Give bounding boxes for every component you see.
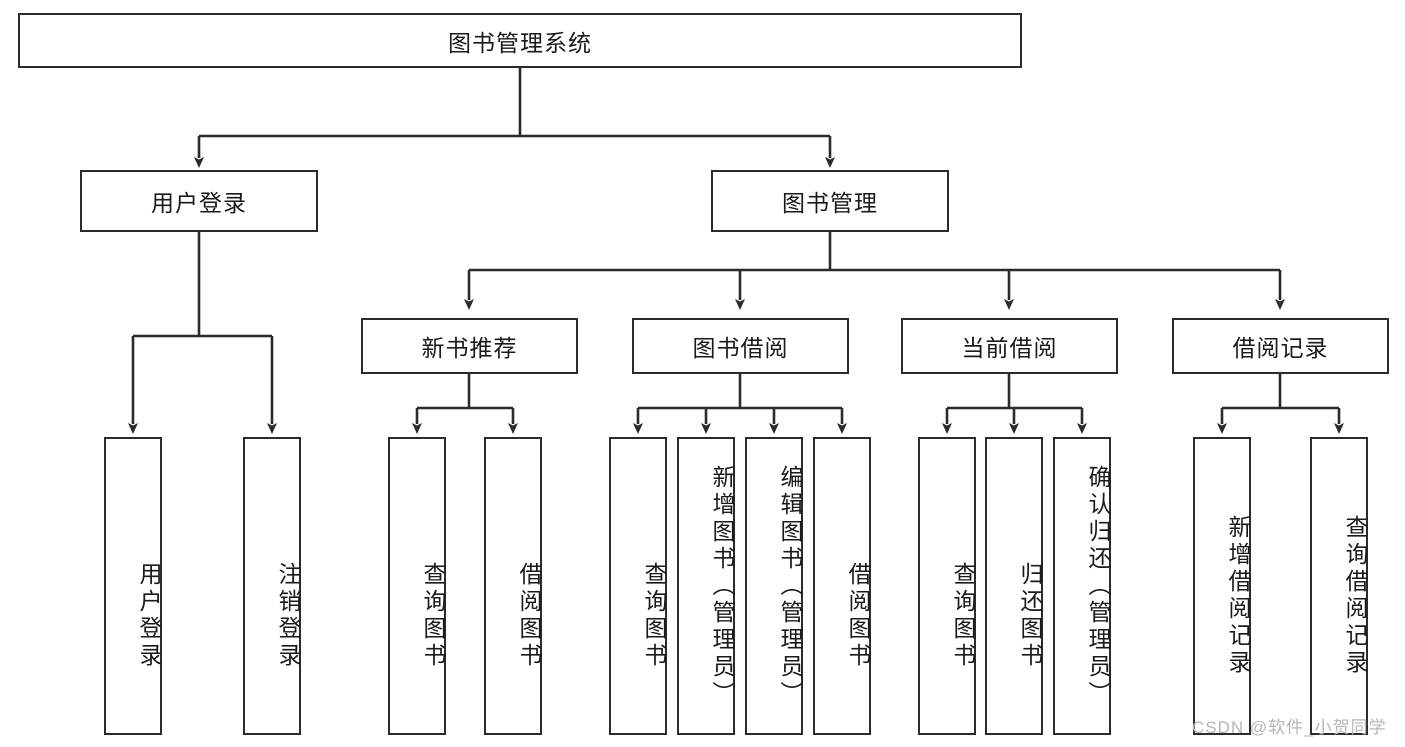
node-new-book-recommend-label: 新书推荐	[421, 335, 518, 361]
node-borrow-record[interactable]: 借阅记录	[1172, 318, 1389, 374]
node-leaf-add-record-label: 新增借阅记录	[1225, 515, 1251, 677]
node-leaf-add-book-label: 新增图书（管理员）	[709, 464, 735, 708]
node-leaf-query-book-3-label: 查询图书	[950, 562, 976, 670]
node-leaf-query-book-1-label: 查询图书	[420, 562, 446, 670]
node-leaf-logout-login[interactable]: 注销登录	[243, 437, 301, 735]
node-user-login-label: 用户登录	[151, 190, 247, 216]
node-leaf-edit-book-label: 编辑图书（管理员）	[777, 464, 803, 708]
node-root[interactable]: 图书管理系统	[18, 13, 1022, 68]
node-leaf-borrow-book-2[interactable]: 借阅图书	[813, 437, 871, 735]
node-leaf-borrow-book-2-label: 借阅图书	[845, 562, 871, 670]
node-current-borrow[interactable]: 当前借阅	[901, 318, 1118, 374]
node-borrow-record-label: 借阅记录	[1232, 335, 1329, 361]
node-user-login[interactable]: 用户登录	[80, 170, 318, 232]
node-leaf-logout-login-label: 注销登录	[275, 562, 301, 670]
node-leaf-query-book-3[interactable]: 查询图书	[918, 437, 976, 735]
node-leaf-user-login[interactable]: 用户登录	[104, 437, 162, 735]
node-leaf-borrow-book-1[interactable]: 借阅图书	[484, 437, 542, 735]
node-leaf-user-login-label: 用户登录	[136, 562, 162, 670]
node-leaf-query-book-2-label: 查询图书	[641, 562, 667, 670]
node-leaf-return-book[interactable]: 归还图书	[985, 437, 1043, 735]
node-leaf-query-record[interactable]: 查询借阅记录	[1310, 437, 1368, 735]
node-leaf-query-book-2[interactable]: 查询图书	[609, 437, 667, 735]
node-leaf-edit-book[interactable]: 编辑图书（管理员）	[745, 437, 803, 735]
node-book-management-label: 图书管理	[782, 190, 878, 216]
node-leaf-borrow-book-1-label: 借阅图书	[516, 562, 542, 670]
node-book-borrow[interactable]: 图书借阅	[632, 318, 849, 374]
node-leaf-return-book-label: 归还图书	[1017, 562, 1043, 670]
node-leaf-confirm-return-label: 确认归还（管理员）	[1085, 464, 1111, 708]
node-current-borrow-label: 当前借阅	[961, 335, 1058, 361]
node-leaf-add-book[interactable]: 新增图书（管理员）	[677, 437, 735, 735]
node-new-book-recommend[interactable]: 新书推荐	[361, 318, 578, 374]
node-book-management[interactable]: 图书管理	[711, 170, 949, 232]
node-leaf-query-book-1[interactable]: 查询图书	[388, 437, 446, 735]
node-leaf-add-record[interactable]: 新增借阅记录	[1193, 437, 1251, 735]
node-book-borrow-label: 图书借阅	[692, 335, 789, 361]
node-root-label: 图书管理系统	[448, 29, 592, 56]
node-leaf-confirm-return[interactable]: 确认归还（管理员）	[1053, 437, 1111, 735]
node-leaf-query-record-label: 查询借阅记录	[1342, 515, 1368, 677]
